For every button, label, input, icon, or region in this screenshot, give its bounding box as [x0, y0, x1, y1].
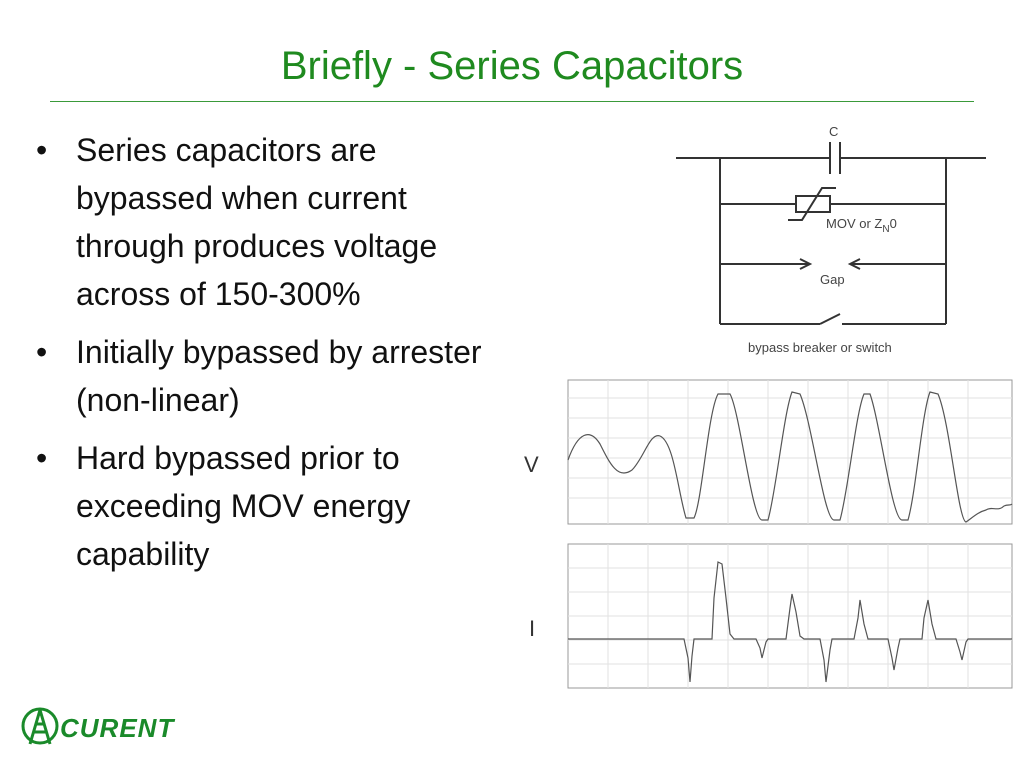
bullet-text: Hard bypassed prior to exceeding MOV ene…: [76, 440, 411, 572]
bullet-dot: •: [36, 132, 48, 168]
mov-label: MOV or ZN0: [826, 216, 897, 235]
bullet-dot: •: [36, 334, 48, 370]
title-divider: [50, 101, 974, 102]
voltage-axis-label: V: [524, 452, 539, 477]
current-axis-label: I: [529, 616, 536, 641]
bullet-text: Series capacitors are bypassed when curr…: [76, 132, 438, 312]
mov-label-subscript: N: [882, 224, 889, 235]
bullet-item: • Initially bypassed by arrester (non-lin…: [30, 328, 500, 424]
breaker-label: bypass breaker or switch: [748, 340, 892, 355]
logo-text: CURENT: [60, 713, 175, 743]
current-waveform-plot: [567, 543, 1013, 689]
mov-label-suffix: 0: [890, 216, 897, 231]
curent-logo: [21, 707, 59, 745]
bullet-item: • Hard bypassed prior to exceeding MOV en…: [30, 434, 500, 578]
slide-title: Briefly - Series Capacitors: [280, 44, 744, 88]
capacitor-label: C: [829, 124, 838, 139]
bullet-item: • Series capacitors are bypassed when cur…: [30, 126, 500, 318]
gap-label: Gap: [820, 272, 845, 287]
voltage-waveform-plot: [567, 379, 1013, 525]
circuit-diagram: C MOV or ZN0 Gap bypass breaker or switc…: [676, 124, 986, 355]
bullet-dot: •: [36, 440, 48, 476]
bullet-text: Initially bypassed by arrester (non-line…: [76, 334, 482, 418]
mov-label-main: MOV or Z: [826, 216, 882, 231]
bullet-list: • Series capacitors are bypassed when cur…: [30, 126, 500, 588]
